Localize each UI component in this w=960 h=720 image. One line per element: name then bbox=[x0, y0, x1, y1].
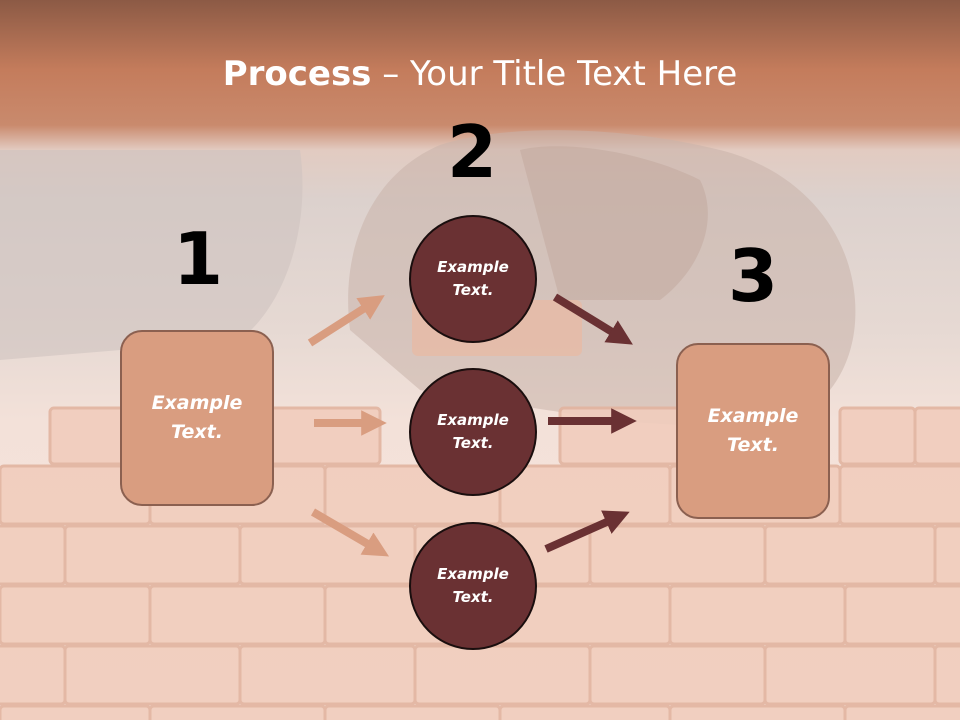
step3-box: Example Text. bbox=[676, 343, 830, 519]
step2-circle-middle: Example Text. bbox=[409, 368, 537, 496]
title-rest: – Your Title Text Here bbox=[371, 54, 738, 94]
step1-box: Example Text. bbox=[120, 330, 274, 506]
arrow-bottom-to-3 bbox=[544, 510, 630, 553]
step3-box-text: Example Text. bbox=[707, 405, 799, 456]
step1-box-text: Example Text. bbox=[151, 392, 243, 443]
step2-circle-bottom-text: Example Text. bbox=[437, 565, 509, 606]
step2-circle-top: Example Text. bbox=[409, 215, 537, 343]
step2-circle-bottom: Example Text. bbox=[409, 522, 537, 650]
title-bold: Process bbox=[222, 54, 372, 94]
slide-title: Process – Your Title Text Here bbox=[0, 52, 960, 96]
step-number-3: 3 bbox=[727, 234, 779, 318]
step-number-2: 2 bbox=[446, 110, 498, 194]
step-number-1: 1 bbox=[172, 217, 224, 301]
arrow-1-to-bottom bbox=[310, 508, 390, 557]
step2-circle-middle-text: Example Text. bbox=[437, 411, 509, 452]
arrow-top-to-3 bbox=[552, 293, 633, 345]
step2-circle-top-text: Example Text. bbox=[437, 258, 509, 299]
arrow-1-to-top bbox=[307, 295, 385, 347]
